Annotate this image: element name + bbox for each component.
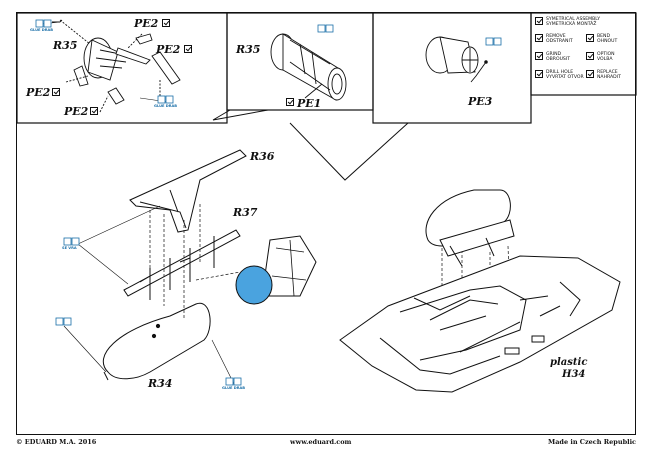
symmetry-icon bbox=[535, 17, 543, 25]
blue-note-icons bbox=[35, 19, 502, 386]
bend-icon bbox=[586, 34, 594, 42]
legend-bend: BEND OHNOUT bbox=[597, 34, 618, 44]
part-label-pe2-c: PE2 bbox=[26, 86, 51, 99]
check-icon bbox=[52, 88, 60, 96]
inset3-drawing bbox=[425, 36, 488, 83]
inset1-drawing bbox=[52, 19, 181, 113]
part-label-pe2-b: PE2 bbox=[156, 43, 181, 56]
remove-icon bbox=[535, 34, 543, 42]
check-icon bbox=[162, 19, 170, 27]
part-label-r34: R34 bbox=[148, 377, 173, 390]
footer-website: www.eduard.com bbox=[290, 438, 352, 446]
check-icon bbox=[184, 45, 192, 53]
r37-bar-drawing bbox=[123, 229, 241, 300]
r36-frame-drawing bbox=[129, 149, 247, 233]
part-label-r37: R37 bbox=[233, 206, 258, 219]
legend-symmetrical: SYMETRICAL ASSEMBLY SYMETRICKÁ MONTÁŽ bbox=[546, 17, 601, 27]
legend-replace: REPLACE NAHRADIT bbox=[597, 70, 621, 80]
wing-tank-drawing bbox=[425, 189, 515, 267]
check-icon bbox=[286, 98, 294, 106]
drill-icon bbox=[535, 70, 543, 78]
footer-made-in: Made in Czech Republic bbox=[548, 438, 637, 446]
plastic-label: plastic bbox=[550, 357, 588, 368]
check-icon bbox=[90, 107, 98, 115]
grind-icon bbox=[535, 52, 543, 60]
part-label-pe1: PE1 bbox=[297, 97, 322, 110]
part-label-pe2-d: PE2 bbox=[64, 105, 89, 118]
inset2-drawing bbox=[270, 33, 347, 101]
part-label-r36: R36 bbox=[250, 150, 275, 163]
callout-pointers bbox=[212, 109, 409, 181]
legend-drill: DRILL HOLE VYVRTAT OTVOR bbox=[546, 70, 584, 80]
wing-assembly-drawing bbox=[339, 255, 621, 393]
sevra-note: SE VRA bbox=[62, 246, 77, 250]
plastic-part-label: H34 bbox=[562, 369, 586, 380]
glue-drab-note: GLUE DRAB bbox=[222, 386, 246, 390]
part-label-r35-mid: R35 bbox=[236, 43, 261, 56]
r34-tank-drawing bbox=[102, 302, 211, 381]
legend-remove: REMOVE ODSTRANIT bbox=[546, 34, 573, 44]
replace-icon bbox=[586, 70, 594, 78]
fan-assembly-drawing bbox=[235, 235, 317, 305]
glue-drab-note: GLUE DRAB bbox=[154, 104, 178, 108]
part-label-r35-top: R35 bbox=[53, 39, 78, 52]
part-label-pe3: PE3 bbox=[468, 95, 493, 108]
part-label-pe2-a: PE2 bbox=[134, 17, 159, 30]
legend-box bbox=[530, 12, 637, 96]
option-icon bbox=[586, 52, 594, 60]
legend-grind: GRIND OBROUSIT bbox=[546, 52, 571, 62]
footer-copyright: © EDUARD M.A. 2016 bbox=[16, 438, 97, 446]
glue-drab-note: GLUE DRAB bbox=[30, 28, 54, 32]
legend-option: OPTION VOLBA bbox=[597, 52, 615, 62]
